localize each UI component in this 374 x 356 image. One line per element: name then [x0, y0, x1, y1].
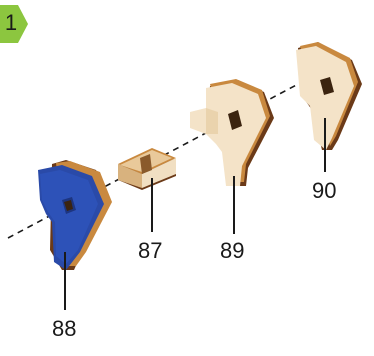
part-label-88: 88	[52, 316, 77, 341]
part-label-87: 87	[138, 238, 163, 263]
step-number: 1	[4, 10, 18, 35]
part-90-wood-piece-back	[296, 42, 362, 150]
part-label-89: 89	[220, 238, 245, 263]
step-badge	[0, 5, 28, 43]
part-88-blue-piece	[38, 160, 112, 270]
part-87-small-block	[118, 148, 176, 190]
part-89-wood-piece-front	[190, 79, 274, 186]
part-label-90: 90	[312, 178, 337, 203]
